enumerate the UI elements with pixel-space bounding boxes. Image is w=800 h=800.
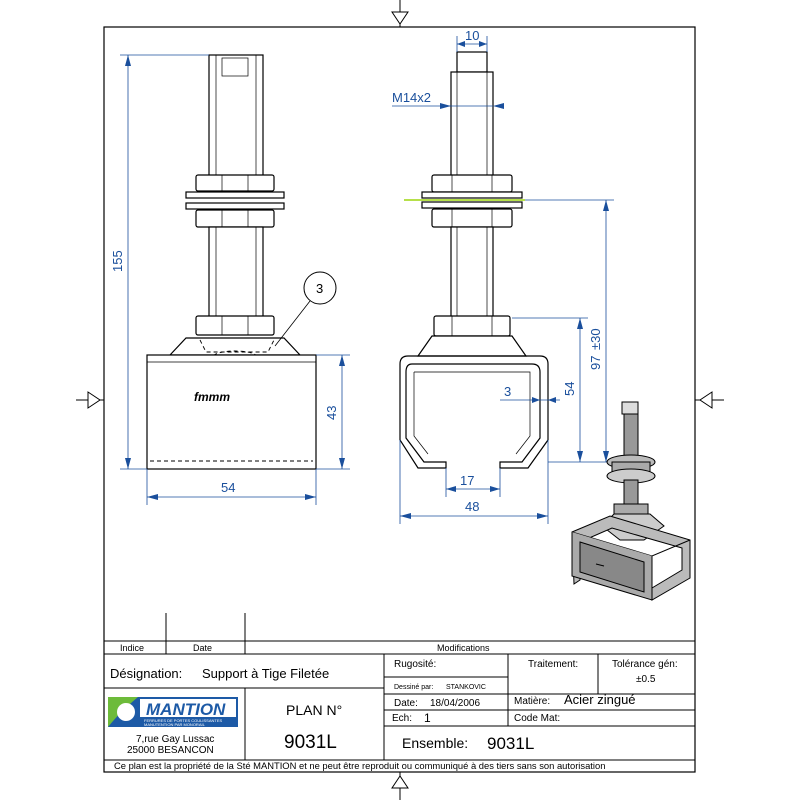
- dim-48: 48: [465, 499, 479, 514]
- date-row-value: 18/04/2006: [430, 698, 480, 709]
- address-line-2: 25000 BESANCON: [127, 745, 214, 756]
- ensemble-value: 9031L: [487, 734, 534, 753]
- dim-43: 43: [324, 406, 339, 420]
- title-block: Indice Date Modifications Désignation: S…: [104, 613, 695, 771]
- dim-54-side: 54: [562, 382, 577, 396]
- dim-thread: M14x2: [392, 90, 431, 105]
- code-mat-label: Code Mat:: [514, 713, 560, 724]
- dim-17: 17: [460, 473, 474, 488]
- item-balloon-number: 3: [316, 281, 323, 296]
- company-tagline-1: FERRURES DE PORTES COULISSANTES: [144, 718, 222, 723]
- center-mark-left: [87, 391, 101, 409]
- company-name: MANTION: [146, 700, 226, 719]
- center-mark-top: [391, 11, 409, 25]
- designation-label: Désignation:: [110, 666, 182, 681]
- front-view-dimensions: 155 43 54 3: [110, 54, 350, 505]
- tolerance-value: ±0.5: [636, 674, 656, 685]
- traitement-label: Traitement:: [528, 659, 578, 670]
- front-view: fmmm: [146, 54, 317, 470]
- date-label: Date: [193, 643, 212, 653]
- dim-97: 97: [588, 356, 603, 370]
- company-logo: MANTION FERRURES DE PORTES COULISSANTES …: [108, 697, 238, 727]
- center-mark-right: [699, 391, 713, 409]
- indice-label: Indice: [120, 643, 144, 653]
- footer-notice: Ce plan est la propriété de la Sté MANTI…: [114, 760, 605, 771]
- ech-label: Ech:: [392, 713, 412, 724]
- plan-value: 9031L: [284, 732, 337, 753]
- date-row-label: Date:: [394, 698, 418, 709]
- item-balloon: [303, 271, 337, 305]
- manufacturer-stamp: fmmm: [194, 390, 230, 404]
- isometric-view: [571, 401, 691, 601]
- plan-label: PLAN N°: [286, 702, 342, 718]
- designation-value: Support à Tige Filetée: [202, 666, 329, 681]
- matiere-value: Acier zingué: [564, 692, 636, 707]
- modifications-label: Modifications: [437, 643, 490, 653]
- dessine-value: STANKOVIC: [446, 684, 486, 691]
- dim-3: 3: [504, 384, 511, 399]
- dim-54-front: 54: [221, 480, 235, 495]
- side-view-dimensions: 10 M14x2 97 ±30 54 3 17: [392, 28, 614, 524]
- matiere-label: Matière:: [514, 696, 550, 707]
- address-line-1: 7,rue Gay Lussac: [136, 734, 214, 745]
- dim-155: 155: [110, 250, 125, 272]
- ensemble-label: Ensemble:: [402, 735, 468, 751]
- rugosite-label: Rugosité:: [394, 659, 436, 670]
- dim-97-tolerance: ±30: [588, 328, 603, 350]
- side-view: [399, 51, 549, 469]
- dim-10: 10: [465, 28, 479, 43]
- tolerance-label: Tolérance gén:: [612, 659, 678, 670]
- company-tagline-2: MANUTENTION PAR MONORAIL: [144, 722, 206, 727]
- ech-value: 1: [424, 711, 431, 725]
- sheet-frame: [76, 0, 724, 800]
- center-mark-bottom: [391, 775, 409, 789]
- dessine-label: Dessiné par:: [394, 684, 433, 691]
